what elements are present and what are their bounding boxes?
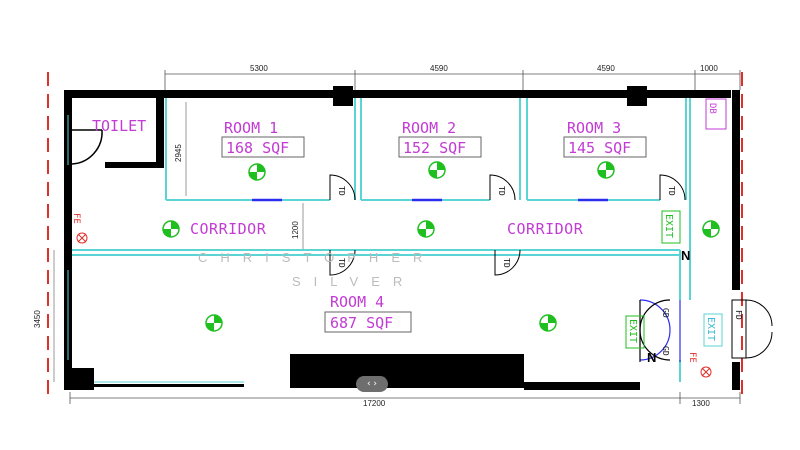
room2-area-box [398, 136, 482, 158]
top-dimension-line [164, 70, 741, 90]
exit-label-corridor: EXIT [663, 214, 674, 238]
toilet-walls [105, 98, 164, 168]
db-box [705, 98, 727, 130]
room2-area: 152 SQF [403, 139, 466, 157]
room3-area: 145 SQF [568, 139, 631, 157]
light-fixture-icon [417, 220, 435, 238]
fire-door [731, 299, 773, 359]
dim-room1-depth: 2945 [174, 144, 183, 162]
room3-name: ROOM 3 [567, 119, 621, 137]
north-marker-room4: N [647, 350, 656, 365]
door-tag-room4-right: TD [502, 258, 511, 268]
dim-top-room2: 4590 [430, 64, 448, 73]
fe-label-left: FE [71, 213, 81, 224]
door-tag-gd-top: GD [661, 308, 670, 318]
room4-area-box [324, 311, 412, 333]
room4-name: ROOM 4 [330, 293, 384, 311]
exit-label-outside: EXIT [705, 317, 716, 341]
watermark-line2: SILVER [292, 274, 415, 289]
column-right [627, 86, 647, 106]
light-fixture-icon [539, 314, 557, 332]
fe-label-right: FE [687, 352, 697, 363]
room3-area-box [563, 136, 647, 158]
bottom-dimension-line [69, 392, 741, 404]
north-marker-corridor: N [681, 248, 690, 263]
fire-extinguisher-icon [700, 366, 712, 378]
dim-top-db: 1000 [700, 64, 718, 73]
dim-left-depth: 3450 [33, 310, 42, 328]
room2-name: ROOM 2 [402, 119, 456, 137]
light-fixture-icon [162, 220, 180, 238]
room1-area: 168 SQF [226, 139, 289, 157]
dim-bottom-total: 17200 [363, 399, 386, 408]
door-tag-room4-left: TD [337, 258, 346, 268]
dim-top-room3: 4590 [597, 64, 615, 73]
exit-sign-room4 [625, 315, 645, 349]
toilet-label: TOILET [92, 117, 146, 135]
light-fixture-icon [248, 163, 266, 181]
watermark-line1: CHRISTOPHER [198, 250, 435, 265]
db-label: DB [707, 103, 717, 114]
light-fixtures [162, 161, 720, 332]
light-fixture-icon [428, 161, 446, 179]
room1-area-box [221, 136, 305, 158]
exit-sign-corridor [661, 210, 681, 244]
room1-name: ROOM 1 [224, 119, 278, 137]
column-left [333, 86, 353, 106]
counter-block [290, 354, 524, 388]
corridor-label-right: CORRIDOR [507, 220, 584, 238]
dim-top-room1: 5300 [250, 64, 268, 73]
room-door-swings [329, 174, 686, 276]
image-nav-pill[interactable]: ‹ › [356, 376, 388, 392]
fire-extinguisher-icon [76, 232, 88, 244]
dim-bottom-right: 1300 [692, 399, 710, 408]
door-tag-fd: FD [734, 310, 743, 320]
room4-area: 687 SQF [330, 314, 393, 332]
outer-walls [64, 90, 740, 390]
door-tag-gd-bottom: GD [661, 346, 670, 356]
light-fixture-icon [205, 314, 223, 332]
door-tag-room1: TD [337, 186, 346, 196]
dim-corridor-width: 1200 [291, 221, 300, 239]
light-fixture-icon [597, 161, 615, 179]
exit-label-room4: EXIT [627, 319, 638, 343]
door-tag-room2: TD [497, 186, 506, 196]
exit-sign-outside [703, 313, 723, 347]
corridor-label-left: CORRIDOR [190, 220, 267, 238]
door-tag-room3: TD [667, 186, 676, 196]
light-fixture-icon [702, 220, 720, 238]
toilet-door-swing [71, 129, 103, 165]
glass-door [639, 299, 681, 362]
